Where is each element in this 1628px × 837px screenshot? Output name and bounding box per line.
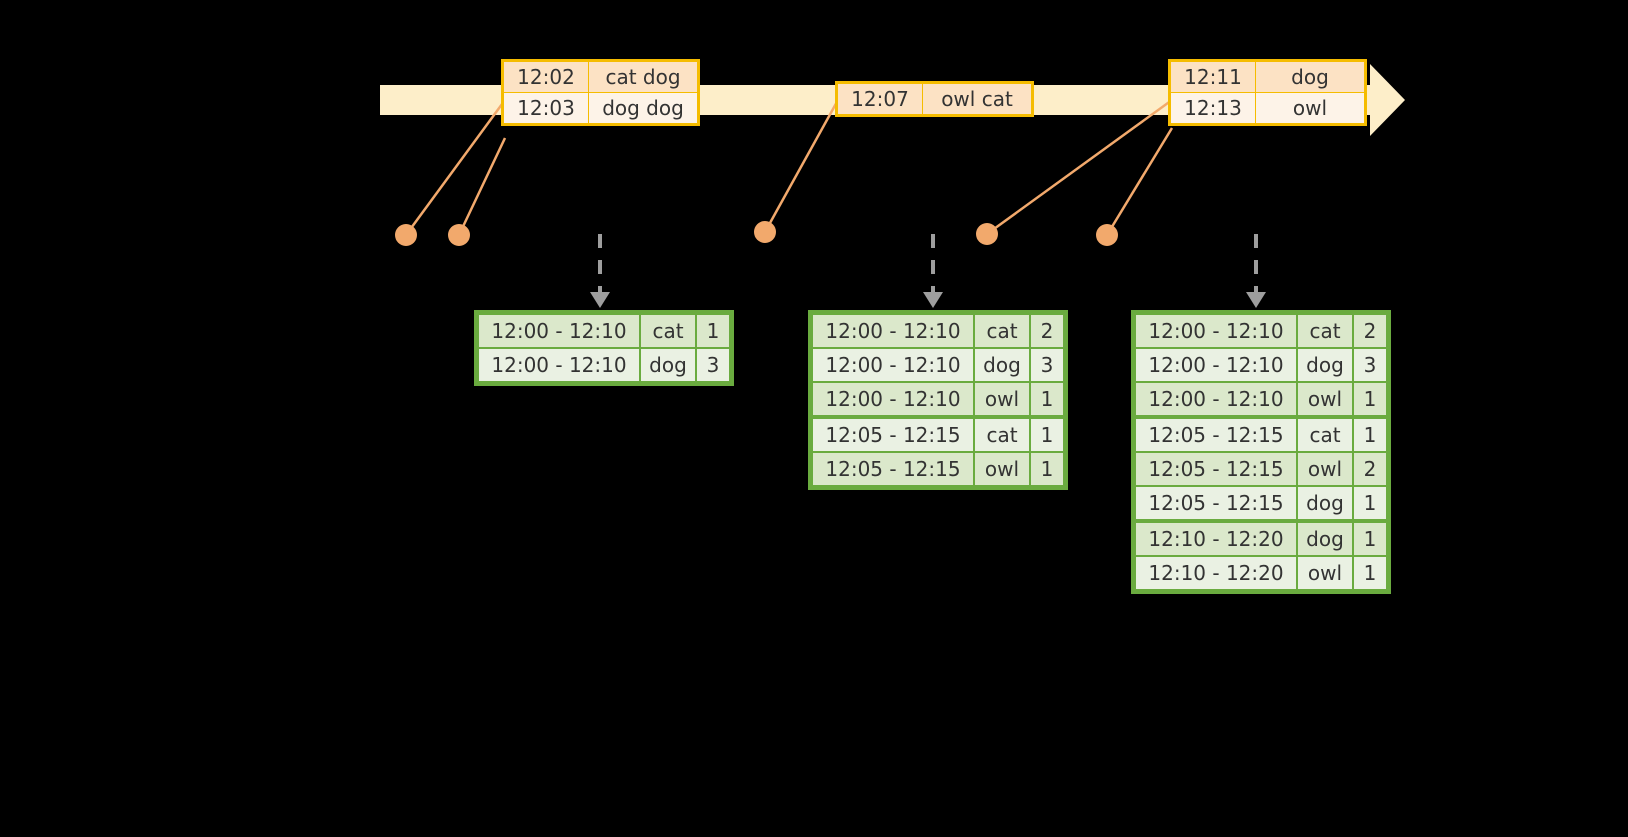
event-timestamp: 12:02	[502, 60, 589, 93]
down-arrow-head-3	[1246, 292, 1266, 308]
word-key: owl	[1298, 453, 1352, 485]
word-count: 1	[1031, 419, 1063, 451]
event-words: owl cat	[922, 82, 1033, 116]
window-range: 12:00 - 12:10	[813, 315, 973, 347]
word-key: dog	[1298, 487, 1352, 521]
event-words: owl	[1255, 92, 1366, 125]
event-timestamp: 12:11	[1169, 60, 1256, 93]
connector-line-5	[1105, 127, 1174, 236]
word-count: 3	[1031, 349, 1063, 381]
down-arrow-head-2	[923, 292, 943, 308]
word-count: 1	[1031, 383, 1063, 417]
word-count: 3	[697, 349, 729, 381]
window-range: 12:10 - 12:20	[1136, 557, 1296, 589]
window-range: 12:00 - 12:10	[479, 349, 639, 381]
window-range: 12:00 - 12:10	[1136, 315, 1296, 347]
connector-line-3	[763, 99, 840, 233]
connector-dot-2	[448, 224, 470, 246]
word-count: 2	[1354, 453, 1386, 485]
down-arrow-1	[590, 234, 610, 308]
event-words: cat dog	[588, 60, 699, 93]
event-timestamp: 12:03	[502, 92, 589, 125]
word-count: 1	[1354, 557, 1386, 589]
word-count: 1	[1354, 487, 1386, 521]
connector-line-1	[404, 99, 507, 236]
window-range: 12:05 - 12:15	[1136, 419, 1296, 451]
down-arrow-2	[923, 234, 943, 308]
word-key: dog	[1298, 349, 1352, 381]
event-timestamp: 12:07	[836, 82, 923, 116]
word-count: 1	[697, 315, 729, 347]
connector-dot-1	[395, 224, 417, 246]
word-key: cat	[975, 315, 1029, 347]
word-key: owl	[975, 383, 1029, 417]
window-range: 12:00 - 12:10	[1136, 383, 1296, 417]
word-key: cat	[975, 419, 1029, 451]
word-key: dog	[641, 349, 695, 381]
window-range: 12:05 - 12:15	[813, 419, 973, 451]
window-range: 12:00 - 12:10	[1136, 349, 1296, 381]
window-range: 12:00 - 12:10	[479, 315, 639, 347]
down-arrows-layer	[590, 234, 1266, 308]
connector-dot-4	[976, 223, 998, 245]
connector-dot-5	[1096, 224, 1118, 246]
word-count: 2	[1031, 315, 1063, 347]
window-range: 12:00 - 12:10	[813, 349, 973, 381]
event-timestamp: 12:13	[1169, 92, 1256, 125]
connector-line-4	[986, 98, 1173, 236]
word-count: 1	[1354, 419, 1386, 451]
connector-line-2	[457, 137, 507, 236]
word-count: 1	[1354, 383, 1386, 417]
word-key: cat	[1298, 419, 1352, 451]
word-count: 1	[1354, 523, 1386, 555]
word-count: 2	[1354, 315, 1386, 347]
window-range: 12:05 - 12:15	[813, 453, 973, 485]
connector-dot-3	[754, 221, 776, 243]
word-key: dog	[975, 349, 1029, 381]
word-key: cat	[1298, 315, 1352, 347]
event-words: dog	[1255, 60, 1366, 93]
word-key: dog	[1298, 523, 1352, 555]
window-range: 12:05 - 12:15	[1136, 453, 1296, 485]
window-range: 12:00 - 12:10	[813, 383, 973, 417]
word-key: cat	[641, 315, 695, 347]
word-count: 3	[1354, 349, 1386, 381]
word-key: owl	[975, 453, 1029, 485]
event-words: dog dog	[588, 92, 699, 125]
window-range: 12:05 - 12:15	[1136, 487, 1296, 521]
word-count: 1	[1031, 453, 1063, 485]
word-key: owl	[1298, 383, 1352, 417]
down-arrow-head-1	[590, 292, 610, 308]
down-arrow-3	[1246, 234, 1266, 308]
word-key: owl	[1298, 557, 1352, 589]
window-range: 12:10 - 12:20	[1136, 523, 1296, 555]
